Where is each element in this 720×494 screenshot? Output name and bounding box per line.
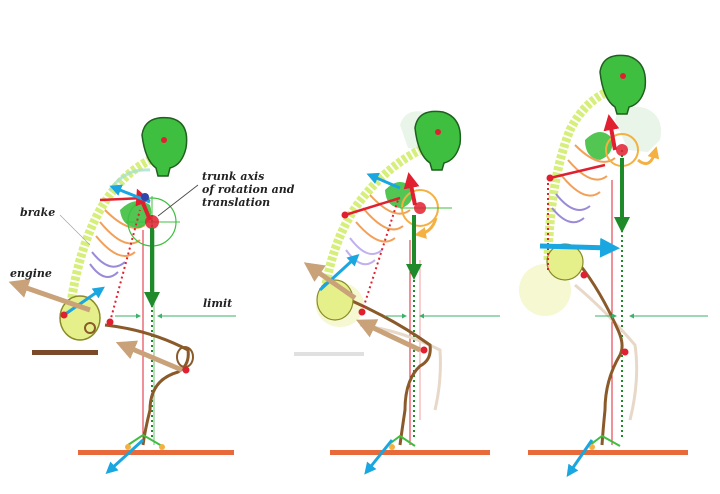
red-force-2b	[344, 196, 401, 217]
leg-1	[104, 323, 190, 446]
floor-line-2	[330, 450, 490, 455]
skull-center-2	[435, 129, 441, 135]
joint-red-3c	[621, 348, 629, 356]
spine-2	[320, 145, 423, 291]
skull-center-1	[161, 137, 167, 143]
figure-2	[294, 110, 500, 475]
red-dotted-1	[109, 209, 141, 323]
limit-label: limit	[203, 297, 232, 310]
red-dotted-2	[361, 199, 399, 313]
blue-force-2b	[318, 253, 360, 292]
ghost-skull-3	[615, 106, 661, 152]
pelvis-icon-1	[59, 295, 101, 341]
red-force-2	[403, 172, 420, 206]
center-of-mass-icon-3	[616, 144, 628, 156]
tan-force-2b	[355, 319, 422, 353]
skull-icon-3	[599, 54, 647, 115]
leg-3	[578, 264, 624, 446]
trunk-axis-pointer	[157, 184, 199, 217]
hip-joint-1	[84, 322, 96, 334]
ribs-3-purple	[551, 193, 591, 224]
joint-red-2c	[420, 346, 428, 354]
center-of-mass-icon-2	[414, 202, 426, 214]
skull-icon-1	[141, 116, 188, 177]
tan-force-2a	[303, 262, 357, 301]
spine-1	[65, 155, 153, 311]
blue-force-2c	[364, 439, 394, 475]
ghost-leg-2	[359, 323, 442, 411]
ribs-3-orange	[561, 144, 616, 197]
skull-icon-2	[414, 110, 462, 171]
joint-red-1b	[60, 311, 68, 319]
joint-red-2a	[341, 211, 349, 219]
foot-3	[589, 434, 621, 447]
ribs-2-purple	[345, 237, 383, 266]
rotation-arrow-3	[637, 146, 660, 166]
pelvis-icon-3	[546, 243, 584, 281]
engine-arrow	[8, 278, 91, 313]
blue-force-2a	[366, 172, 401, 190]
floor-line-1	[78, 450, 234, 455]
joint-blue-1	[141, 193, 149, 201]
joint-red-3b	[580, 271, 588, 279]
engine-label: engine	[10, 267, 52, 280]
figure-1: trunk axis of rotation and translation b…	[8, 116, 295, 475]
trunk-axis-label-line1: trunk axis	[202, 170, 264, 183]
blue-force-3a	[539, 237, 620, 258]
trunk-axis-label-line3: translation	[202, 196, 270, 209]
blue-force-1b	[63, 286, 105, 317]
tan-force-1b	[115, 340, 183, 373]
seat-bar	[32, 350, 98, 355]
heel-point-1	[125, 444, 131, 450]
red-force-3	[603, 114, 620, 151]
floor-line-3	[528, 450, 688, 455]
rotation-arrow-2	[414, 217, 438, 239]
heel-point-3	[589, 444, 595, 450]
heel-point-2	[389, 444, 395, 450]
spine-3	[543, 85, 614, 261]
red-force-3b	[549, 163, 606, 180]
skull-center-3	[620, 73, 626, 79]
ribs-2-orange	[355, 194, 411, 243]
blue-force-3b	[566, 439, 594, 477]
ghost-seat-2	[294, 352, 364, 356]
ribs-1-purple	[89, 251, 126, 278]
foot-1	[127, 433, 163, 447]
leg-2	[349, 298, 432, 446]
brake-pointer	[59, 214, 91, 246]
figure-3	[519, 54, 708, 477]
brake-label: brake	[20, 206, 55, 219]
joint-red-3a	[546, 174, 554, 182]
trunk-axis-label-line2: of rotation and	[202, 183, 295, 196]
joint-red-1a	[106, 318, 114, 326]
blue-force-1c	[105, 438, 145, 475]
joint-red-1c	[182, 366, 190, 374]
joint-red-2b	[358, 308, 366, 316]
toe-point-1	[159, 444, 165, 450]
ghost-leg-3	[574, 283, 639, 421]
